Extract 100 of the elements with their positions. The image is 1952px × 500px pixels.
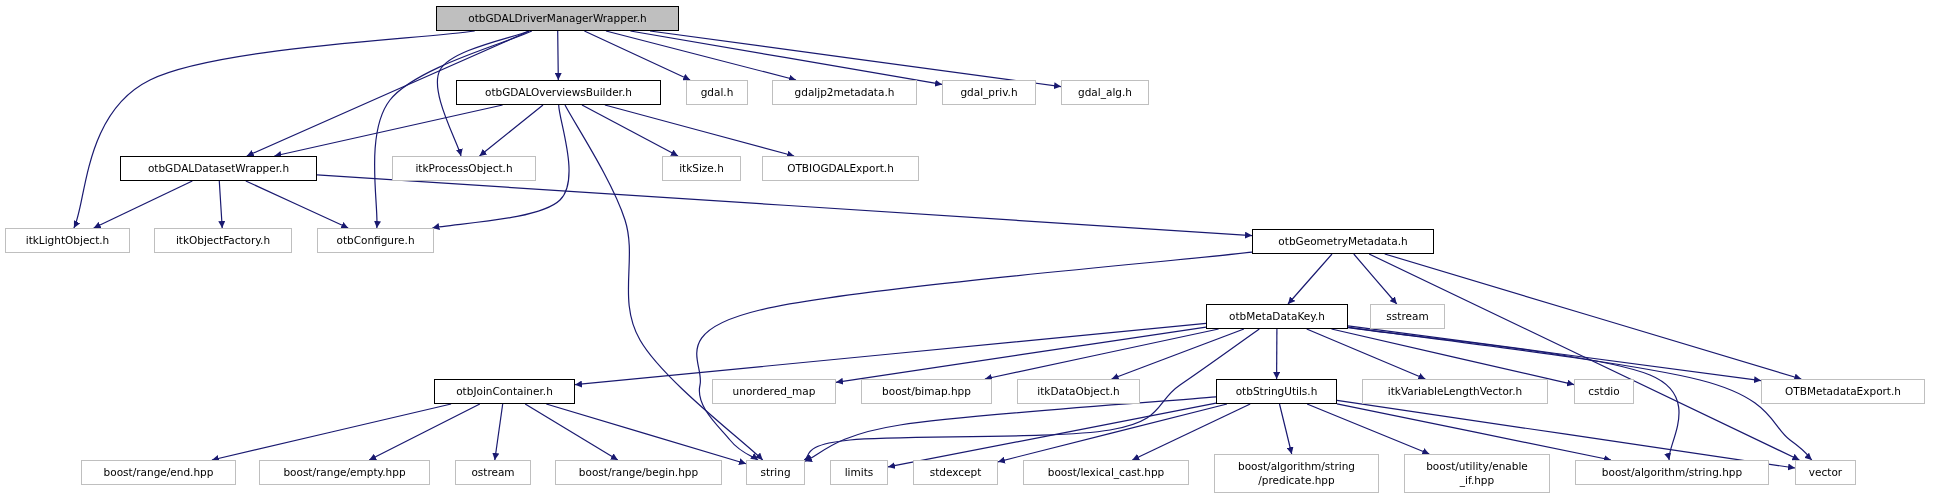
file-name: cstdio xyxy=(1588,384,1620,399)
external-header-box xyxy=(762,156,919,181)
include-arrow xyxy=(218,180,226,229)
header-file-box xyxy=(120,156,317,181)
include-arrow xyxy=(1273,328,1281,380)
include-arrow xyxy=(696,251,1253,461)
include-arrow xyxy=(492,403,504,461)
include-arrow xyxy=(1347,327,1680,461)
external-header-box xyxy=(1023,460,1189,485)
file-name: ostream xyxy=(471,465,515,480)
include-arrow xyxy=(1330,328,1575,387)
file-name: boost/range/begin.hpp xyxy=(578,465,699,480)
external-header-box xyxy=(942,80,1036,105)
file-name: itkDataObject.h xyxy=(1037,384,1120,399)
file-name: string xyxy=(760,465,791,480)
include-arrow xyxy=(554,30,562,81)
include-arrow xyxy=(368,403,481,461)
include-arrow xyxy=(605,30,797,82)
external-header-box xyxy=(662,156,741,181)
external-header-box xyxy=(5,228,130,253)
include-arrow xyxy=(604,104,795,158)
header-file-box xyxy=(456,80,661,105)
file-name: boost/range/empty.hpp xyxy=(283,465,406,480)
file-name: boost/bimap.hpp xyxy=(882,384,971,399)
file-name: sstream xyxy=(1386,309,1429,324)
file-name: stdexcept xyxy=(929,465,982,480)
external-header-box xyxy=(1370,304,1445,329)
external-header-box xyxy=(861,379,992,404)
file-name: boost/range/end.hpp xyxy=(103,465,214,480)
include-arrow xyxy=(436,30,530,157)
file-name: otbGeometryMetadata.h xyxy=(1278,234,1408,249)
include-arrow xyxy=(564,104,764,461)
file-name: boost/utility/enable _if.hpp xyxy=(1426,460,1528,487)
file-name: itkProcessObject.h xyxy=(415,161,513,176)
include-arrow xyxy=(574,322,1207,388)
external-header-box xyxy=(1214,454,1379,493)
file-name: gdal_priv.h xyxy=(960,85,1018,100)
file-name: limits xyxy=(844,465,874,480)
header-file-box xyxy=(434,379,575,404)
include-arrow xyxy=(211,403,452,462)
header-file-box xyxy=(1216,379,1337,404)
include-arrow xyxy=(1347,325,1762,384)
include-arrow xyxy=(1384,253,1802,381)
external-header-box xyxy=(1574,379,1634,404)
header-file-box xyxy=(1206,304,1348,329)
file-name: otbJoinContainer.h xyxy=(456,384,553,399)
include-arrow xyxy=(431,104,570,231)
external-header-box xyxy=(1362,379,1548,404)
include-arrow xyxy=(1306,328,1426,380)
external-header-box xyxy=(686,80,748,105)
file-name: boost/lexical_cast.hpp xyxy=(1047,465,1165,480)
include-arrow xyxy=(524,403,619,461)
include-arrow xyxy=(373,30,533,229)
external-header-box xyxy=(746,460,805,485)
external-header-box xyxy=(712,379,836,404)
file-name: itkLightObject.h xyxy=(25,233,110,248)
file-name: itkVariableLengthVector.h xyxy=(1387,384,1523,399)
file-name: gdal_alg.h xyxy=(1078,85,1132,100)
include-arrow xyxy=(1347,326,1813,461)
include-arrow xyxy=(804,396,1217,462)
include-arrow xyxy=(1353,253,1398,305)
file-name: itkSize.h xyxy=(679,161,724,176)
include-arrow xyxy=(583,30,691,81)
include-arrow xyxy=(245,180,349,229)
external-header-box xyxy=(913,460,998,485)
file-name: otbGDALDriverManagerWrapper.h xyxy=(468,11,647,26)
include-arrow xyxy=(1306,403,1430,455)
external-header-box xyxy=(81,460,236,485)
include-arrow xyxy=(1336,403,1612,462)
include-arrow xyxy=(316,174,1253,239)
file-name: otbGDALDatasetWrapper.h xyxy=(147,161,290,176)
file-name: boost/algorithm/string /predicate.hpp xyxy=(1238,460,1355,487)
file-name: OTBIOGDALExport.h xyxy=(787,161,894,176)
file-name: unordered_map xyxy=(732,384,816,399)
include-arrow xyxy=(93,180,193,229)
external-header-box xyxy=(1575,460,1769,485)
external-header-box xyxy=(830,460,888,485)
file-name: gdal.h xyxy=(700,85,734,100)
external-header-box xyxy=(259,460,430,485)
include-arrow xyxy=(1287,253,1333,305)
header-file-box xyxy=(436,6,679,31)
external-header-box xyxy=(1404,454,1550,493)
external-header-box xyxy=(1795,460,1856,485)
external-header-box xyxy=(555,460,722,485)
include-arrow xyxy=(1336,399,1796,471)
file-name: otbConfigure.h xyxy=(336,233,415,248)
include-arrow xyxy=(887,402,1217,469)
include-arrow xyxy=(478,104,544,157)
header-file-box xyxy=(1252,229,1434,254)
external-header-box xyxy=(455,460,531,485)
include-arrow xyxy=(273,104,504,158)
include-arrow xyxy=(997,403,1228,464)
file-name: itkObjectFactory.h xyxy=(175,233,271,248)
include-arrow xyxy=(1368,253,1800,461)
include-arrow xyxy=(835,326,1207,385)
include-arrow xyxy=(1131,403,1251,461)
include-arrow xyxy=(545,403,747,466)
file-name: otbMetaDataKey.h xyxy=(1229,309,1325,324)
file-name: gdaljp2metadata.h xyxy=(794,85,895,100)
file-name: boost/algorithm/string.hpp xyxy=(1601,465,1743,480)
